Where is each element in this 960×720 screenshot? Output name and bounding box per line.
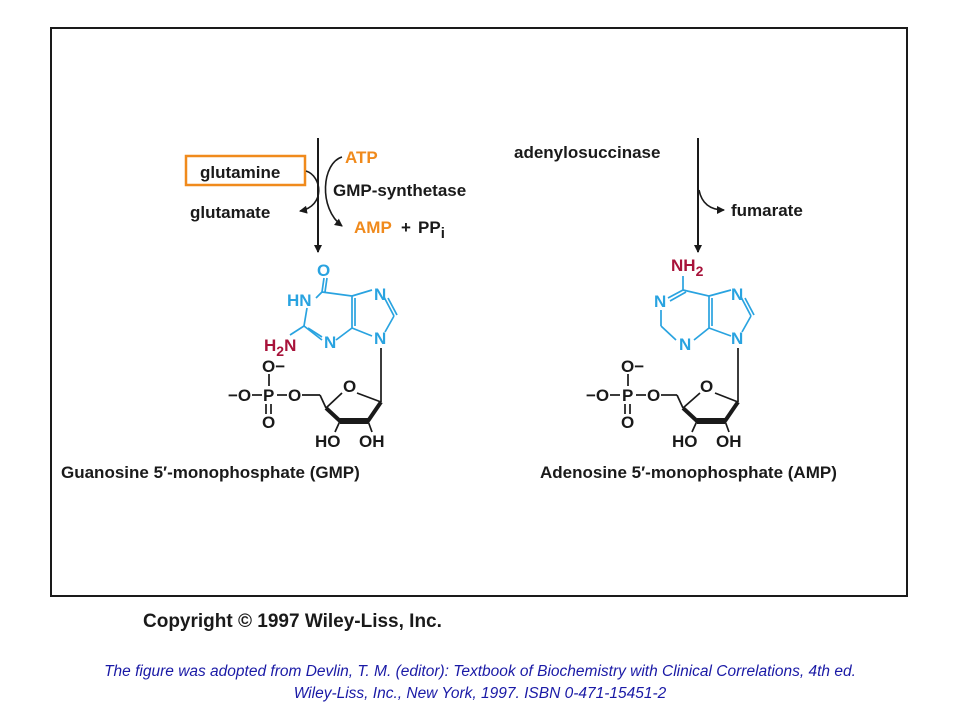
amp-phosphate-bonds bbox=[610, 374, 684, 414]
amp-molecule: NH2 N N N N bbox=[540, 256, 837, 482]
fumarate-arrow bbox=[698, 189, 725, 214]
gmp-name: Guanosine 5′-monophosphate (GMP) bbox=[61, 463, 360, 482]
gmp-n3: N bbox=[324, 333, 336, 352]
amp-reaction: adenylosuccinase fumarate bbox=[514, 138, 803, 253]
gmp-phosphorus: P bbox=[263, 386, 274, 405]
adenylosuccinase-label: adenylosuccinase bbox=[514, 143, 660, 162]
glutamine-highlight-box bbox=[184, 154, 307, 187]
amp-double-o: O bbox=[621, 413, 634, 432]
fumarate-label: fumarate bbox=[731, 201, 803, 220]
amp-ring-o: O bbox=[700, 377, 713, 396]
amp-out-label: AMP bbox=[354, 218, 392, 237]
gmp-purine-bonds bbox=[289, 277, 398, 341]
amp-ho: HO bbox=[672, 432, 698, 451]
gmp-double-o: O bbox=[262, 413, 275, 432]
gmp-phosphate-bonds bbox=[252, 374, 327, 414]
amp-name: Adenosine 5′-monophosphate (AMP) bbox=[540, 463, 837, 482]
figure-frame bbox=[50, 27, 908, 597]
gmp-o-minus-top: O− bbox=[262, 357, 285, 376]
gmp-molecule: O HN N N N H2N O− −O P O O bbox=[61, 261, 398, 482]
amp-n7: N bbox=[731, 285, 743, 304]
gmp-carbonyl-o: O bbox=[317, 261, 330, 280]
gmp-oh: OH bbox=[359, 432, 385, 451]
amp-n3: N bbox=[679, 335, 691, 354]
atp-label: ATP bbox=[345, 148, 378, 167]
gmp-bridge-o: O bbox=[288, 386, 301, 405]
amp-purine-bonds bbox=[660, 276, 755, 341]
gmp-synthetase-label: GMP-synthetase bbox=[333, 181, 466, 200]
glutamate-label: glutamate bbox=[190, 203, 270, 222]
amp-bridge-o: O bbox=[647, 386, 660, 405]
gmp-n7: N bbox=[374, 285, 386, 304]
gmp-o-minus-left: −O bbox=[228, 386, 251, 405]
amp-n1: N bbox=[654, 292, 666, 311]
plus-sign: + bbox=[401, 218, 411, 237]
amp-o-minus-left: −O bbox=[586, 386, 609, 405]
gmp-ho: HO bbox=[315, 432, 341, 451]
gmp-ring-o: O bbox=[343, 377, 356, 396]
citation-line-2: Wiley-Liss, Inc., New York, 1997. ISBN 0… bbox=[293, 685, 667, 702]
gmp-reaction: glutamine glutamate ATP GMP-synthetase A… bbox=[184, 138, 466, 253]
gmp-hn: HN bbox=[287, 291, 312, 310]
amp-oh: OH bbox=[716, 432, 742, 451]
gmp-amino-group: H2N bbox=[264, 336, 296, 359]
amp-o-minus-top: O− bbox=[621, 357, 644, 376]
glutamine-label: glutamine bbox=[200, 163, 280, 182]
amp-amino-group: NH2 bbox=[671, 256, 704, 279]
copyright-notice: Copyright © 1997 Wiley-Liss, Inc. bbox=[143, 611, 442, 632]
amp-phosphorus: P bbox=[622, 386, 633, 405]
glutamine-to-glutamate-arrow bbox=[299, 170, 320, 214]
atp-to-amp-arrow bbox=[324, 156, 343, 227]
amp-ribose-bonds bbox=[681, 392, 740, 433]
gmp-n9: N bbox=[374, 329, 386, 348]
gmp-ribose-bonds bbox=[324, 392, 383, 433]
amp-n9: N bbox=[731, 329, 743, 348]
ppi-label: PPi bbox=[418, 218, 445, 242]
citation-line-1: The figure was adopted from Devlin, T. M… bbox=[104, 663, 856, 680]
